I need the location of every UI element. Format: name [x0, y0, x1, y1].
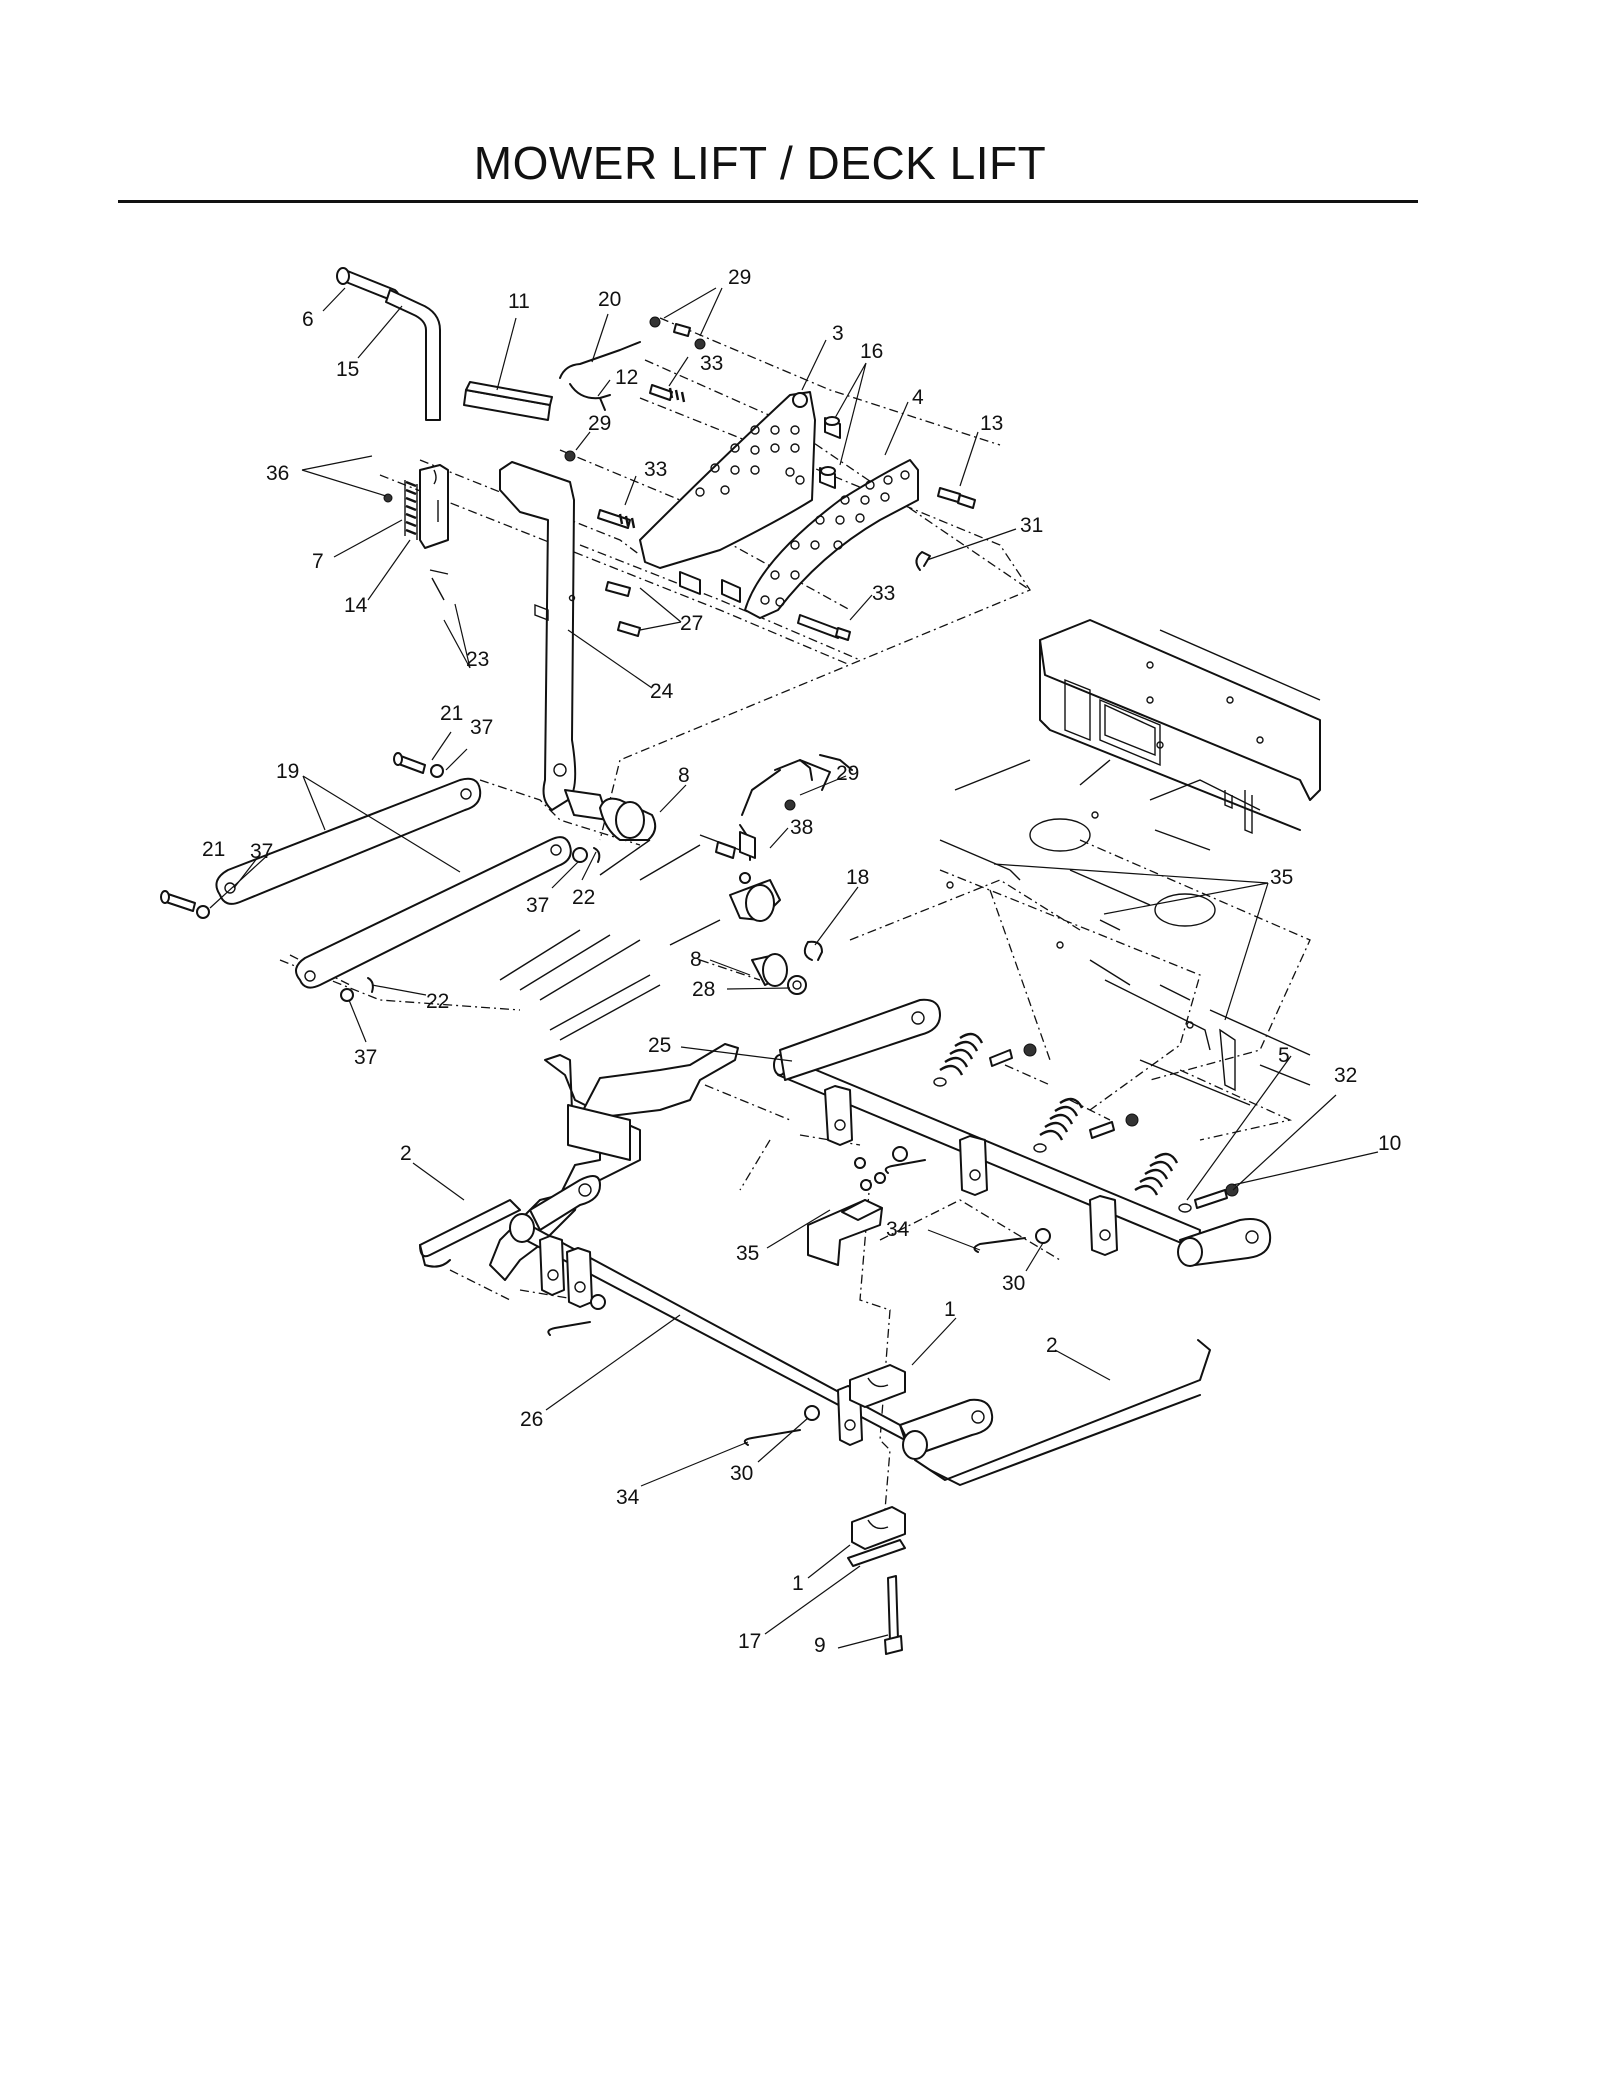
- callout-30: 30: [1002, 1272, 1025, 1295]
- callout-34: 34: [886, 1218, 910, 1241]
- callout-37-b: 37: [250, 840, 273, 863]
- callout-33-b: 33: [644, 458, 667, 481]
- page-title: MOWER LIFT / DECK LIFT: [473, 137, 1047, 189]
- callout-20: 20: [598, 288, 621, 311]
- callout-17: 17: [738, 1630, 761, 1653]
- callout-2: 2: [400, 1142, 412, 1165]
- callout-9: 9: [814, 1634, 826, 1657]
- plate-3-holes: [695, 425, 805, 497]
- callout-1: 1: [944, 1298, 956, 1321]
- callout-6: 6: [302, 308, 314, 331]
- callout-35-b: 35: [736, 1242, 759, 1265]
- callout-16: 16: [860, 340, 883, 363]
- callout-37-c: 37: [526, 894, 549, 917]
- callout-15: 15: [336, 358, 359, 381]
- callout-33-c: 33: [872, 582, 895, 605]
- callout-13: 13: [980, 412, 1003, 435]
- callout-29: 29: [728, 266, 751, 289]
- lift-springs: [933, 1032, 1239, 1213]
- callout-23: 23: [466, 648, 489, 671]
- callout-22-b: 22: [426, 990, 449, 1013]
- callout-3: 3: [832, 322, 844, 345]
- callout-37-d: 37: [354, 1046, 377, 1069]
- callout-8-b: 8: [690, 948, 702, 971]
- callout-27: 27: [680, 612, 703, 635]
- callout-29-b: 29: [588, 412, 611, 435]
- callout-35: 35: [1270, 866, 1293, 889]
- callout-31: 31: [1020, 514, 1043, 537]
- front-lift-arm: [419, 1043, 1211, 1486]
- callout-24: 24: [650, 680, 674, 703]
- callout-labels: 6 15 11 20 29 33 12 3 16 4 13 29 33 36 7…: [202, 266, 1401, 1657]
- callout-14: 14: [344, 594, 368, 617]
- callout-8: 8: [678, 764, 690, 787]
- callout-5: 5: [1278, 1044, 1290, 1067]
- callout-21-b: 21: [202, 838, 225, 861]
- callout-10: 10: [1378, 1132, 1401, 1155]
- callout-21: 21: [440, 702, 463, 725]
- callout-18: 18: [846, 866, 869, 889]
- callout-29-c: 29: [836, 762, 859, 785]
- pivot-bushings: [499, 754, 853, 1041]
- tractor-frame: [939, 619, 1321, 1106]
- callout-32: 32: [1334, 1064, 1357, 1087]
- callout-33: 33: [700, 352, 723, 375]
- callout-36: 36: [266, 462, 289, 485]
- leader-lines: [209, 287, 1379, 1649]
- lift-links: [160, 752, 601, 1002]
- callout-30-b: 30: [730, 1462, 753, 1485]
- callout-19: 19: [276, 760, 299, 783]
- callout-38: 38: [790, 816, 813, 839]
- callout-11: 11: [508, 290, 530, 313]
- callout-1-b: 1: [792, 1572, 804, 1595]
- callout-2-b: 2: [1046, 1334, 1058, 1357]
- assembly-guide-lines: [279, 317, 1311, 1511]
- callout-37: 37: [470, 716, 493, 739]
- callout-34-b: 34: [616, 1486, 640, 1509]
- plate-4-holes: [760, 470, 910, 607]
- title-rule: [118, 200, 1418, 203]
- callout-4: 4: [912, 386, 924, 409]
- pivot-blocks: [807, 1157, 906, 1655]
- lift-shaft-assembly: [773, 998, 1272, 1267]
- callout-22: 22: [572, 886, 595, 909]
- callout-7: 7: [312, 550, 324, 573]
- height-adjust-plates: [559, 316, 976, 641]
- callout-12: 12: [615, 366, 638, 389]
- callout-26: 26: [520, 1408, 543, 1431]
- callout-28: 28: [692, 978, 715, 1001]
- callout-25: 25: [648, 1034, 671, 1057]
